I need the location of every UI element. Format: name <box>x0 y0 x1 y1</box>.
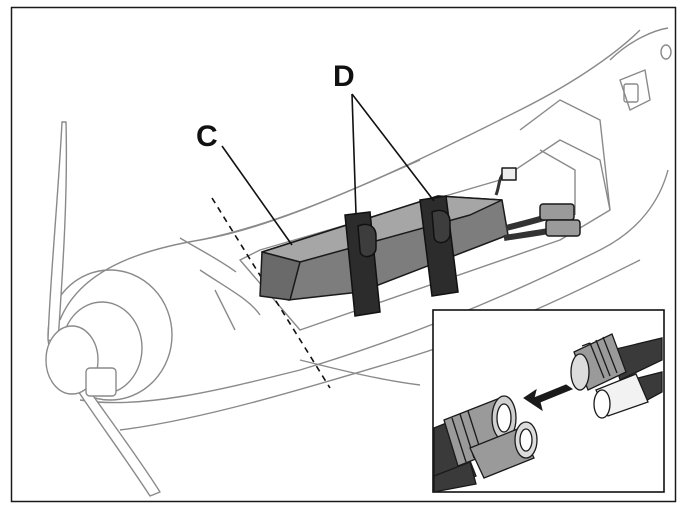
callout-leader-d-right <box>351 93 435 202</box>
callout-c: C <box>196 120 293 246</box>
callout-leader-c <box>221 145 293 246</box>
callout-d: D <box>333 60 435 215</box>
battery-connector <box>570 333 663 419</box>
battery-straps <box>344 195 459 317</box>
callout-leader-d-left <box>351 93 357 215</box>
callout-label-d: D <box>333 60 355 93</box>
connector-inset <box>432 309 665 493</box>
esc-connector <box>433 395 538 493</box>
propeller <box>45 121 161 497</box>
callout-label-c: C <box>196 120 218 153</box>
arrow-left-icon <box>523 384 574 412</box>
